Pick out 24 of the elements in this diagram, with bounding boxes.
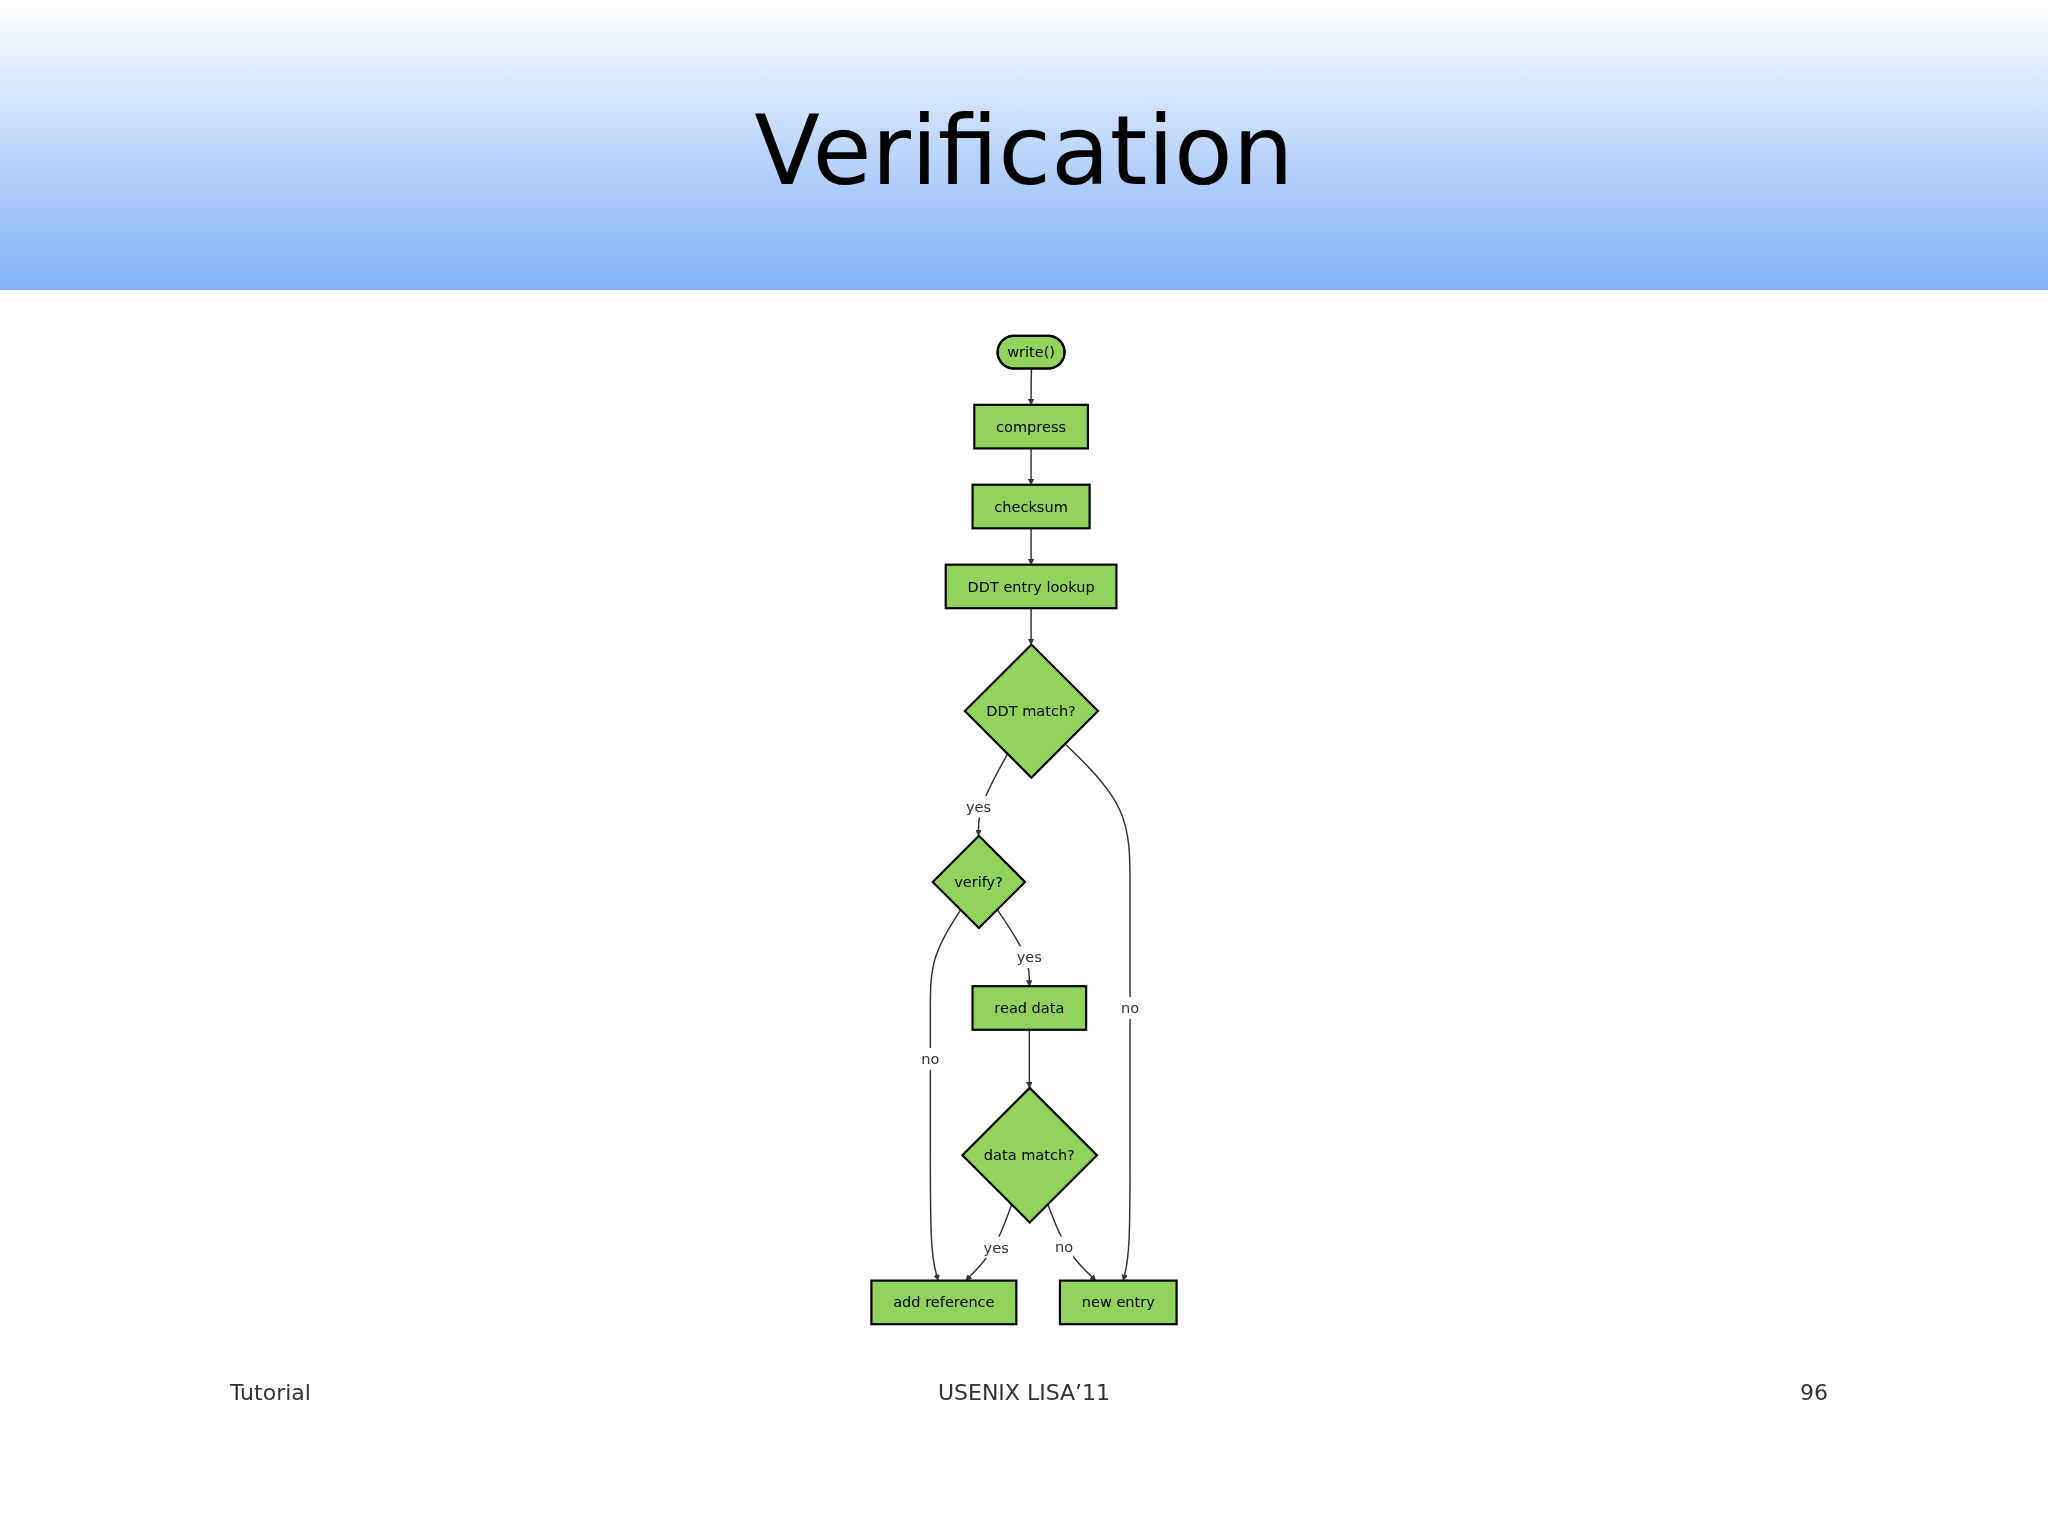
- arrow: [1064, 743, 1131, 1281]
- arrow: [1047, 1203, 1097, 1281]
- node-box: add reference: [870, 1279, 1018, 1326]
- arrow: [965, 1203, 1013, 1281]
- edge-label: no: [921, 1050, 940, 1068]
- node-diamond: verify?: [931, 834, 1027, 930]
- node-box: checksum: [971, 483, 1091, 530]
- slide-title: Verification: [754, 95, 1294, 207]
- edge-label: yes: [965, 798, 992, 816]
- arrow: [1026, 1029, 1033, 1089]
- node-box: new entry: [1058, 1279, 1178, 1326]
- page-number: 96: [1800, 1380, 1828, 1405]
- footer-text: Tutorial: [230, 1380, 311, 1405]
- edge-label: yes: [983, 1238, 1009, 1257]
- edge-label: yes: [1016, 948, 1042, 966]
- node-box: DDT entry lookup: [944, 563, 1118, 610]
- node-diamond: DDT match?: [963, 643, 1100, 780]
- footer-text: USENIX LISA’11: [937, 1380, 1111, 1405]
- node-box: read data: [971, 985, 1088, 1031]
- arrow: [929, 909, 962, 1281]
- edge-label: no: [1055, 1238, 1074, 1257]
- node-diamond: data match?: [960, 1086, 1099, 1225]
- edge-label: no: [1121, 999, 1140, 1017]
- node-box: compress: [973, 403, 1089, 450]
